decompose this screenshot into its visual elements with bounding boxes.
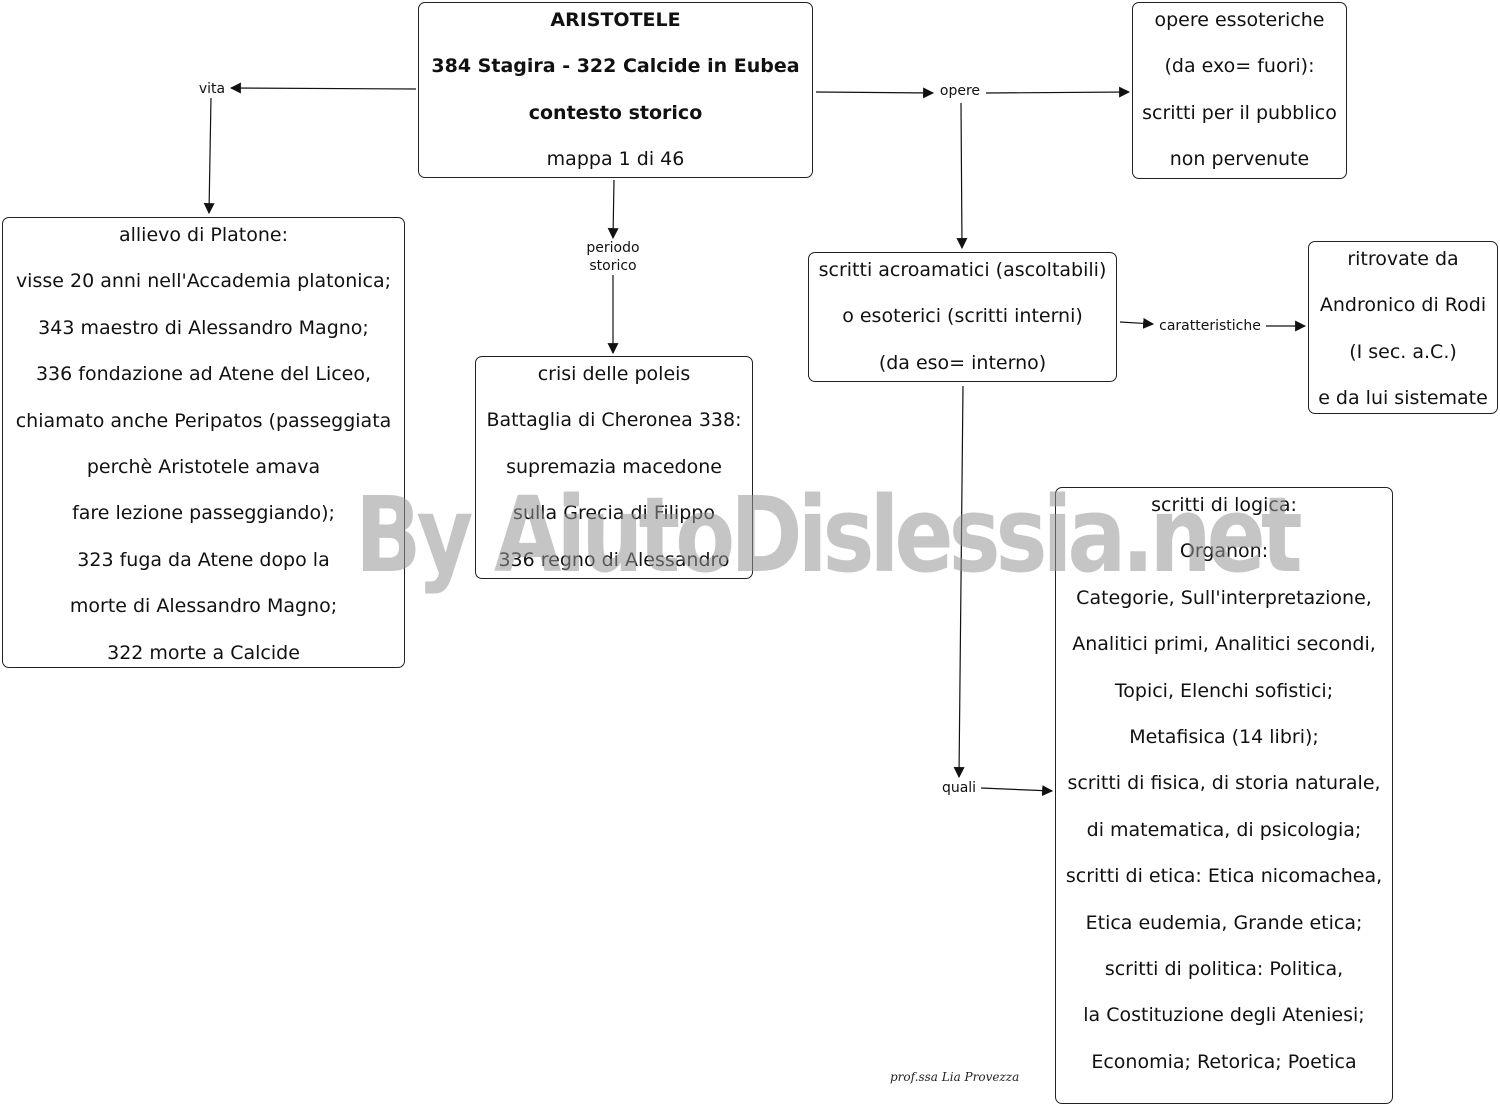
vita-line-1: allievo di Platone: bbox=[118, 224, 289, 246]
node-ritrovate: ritrovate da Andronico di Rodi (I sec. a.C… bbox=[1308, 241, 1498, 414]
vita-line-3: 343 maestro di Alessandro Magno; bbox=[38, 316, 369, 339]
periodo-line-3: supremazia macedone bbox=[506, 455, 722, 478]
vita-line-7: fare lezione passeggiando); bbox=[72, 502, 335, 525]
logica-line-5: Topici, Elenchi sofistici; bbox=[1114, 679, 1334, 702]
logica-line-6: Metafisica (14 libri); bbox=[1129, 725, 1319, 748]
ritrovate-line-4: e da lui sistemate bbox=[1318, 387, 1488, 410]
main-line-1: ARISTOTELE bbox=[550, 9, 681, 31]
vita-line-5: chiamato anche Peripatos (passeggiata bbox=[15, 409, 392, 432]
link-label-opere: opere bbox=[936, 82, 984, 100]
node-opere-essoteriche: opere essoteriche (da exo= fuori): scritti… bbox=[1132, 2, 1347, 179]
vita-line-6: perchè Aristotele amava bbox=[86, 455, 321, 478]
periodo-line-2: Battaglia di Cheronea 338: bbox=[486, 409, 742, 432]
logica-line-7: scritti di fisica, di storia naturale, bbox=[1067, 772, 1381, 795]
logica-line-4: Analitici primi, Analitici secondi, bbox=[1072, 633, 1376, 656]
periodo-line-5: 336 regno di Alessandro bbox=[498, 548, 730, 571]
connector-main-opere bbox=[815, 87, 935, 99]
connector-opere-essoteriche bbox=[985, 86, 1131, 98]
connector-opere-acroamatici bbox=[956, 102, 968, 250]
vita-line-10: 322 morte a Calcide bbox=[107, 641, 300, 664]
logica-line-8: di matematica, di psicologia; bbox=[1086, 818, 1362, 841]
main-line-2: 384 Stagira - 322 Calcide in Eubea bbox=[431, 55, 800, 78]
vita-line-4: 336 fondazione ad Atene del Liceo, bbox=[35, 363, 372, 386]
logica-line-1: scritti di logica: bbox=[1151, 494, 1297, 516]
node-vita: allievo di Platone: visse 20 anni nell'Ac… bbox=[2, 217, 405, 668]
link-label-caratteristiche: caratteristiche bbox=[1155, 317, 1265, 335]
logica-line-13: Economia; Retorica; Poetica bbox=[1091, 1050, 1357, 1073]
ritrovate-line-3: (I sec. a.C.) bbox=[1349, 340, 1457, 363]
connector-main-periodo bbox=[607, 179, 619, 240]
logica-line-12: la Costituzione degli Ateniesi; bbox=[1083, 1004, 1365, 1027]
ritrovate-line-1: ritrovate da bbox=[1347, 248, 1459, 270]
vita-line-9: morte di Alessandro Magno; bbox=[69, 595, 338, 618]
link-label-vita: vita bbox=[196, 80, 228, 98]
acroamatici-line-1: scritti acroamatici (ascoltabili) bbox=[818, 259, 1107, 281]
ritrovate-line-2: Andronico di Rodi bbox=[1319, 294, 1487, 317]
link-label-periodo-storico: periodo storico bbox=[580, 239, 646, 275]
logica-line-11: scritti di politica: Politica, bbox=[1104, 957, 1344, 980]
author-signature: prof.ssa Lia Provezza bbox=[890, 1070, 1020, 1084]
vita-line-8: 323 fuga da Atene dopo la bbox=[77, 548, 330, 571]
essoteriche-line-1: opere essoteriche bbox=[1154, 9, 1325, 31]
essoteriche-line-4: non pervenute bbox=[1169, 148, 1310, 171]
node-scritti-acroamatici: scritti acroamatici (ascoltabili) o esote… bbox=[808, 252, 1117, 382]
main-line-4: mappa 1 di 46 bbox=[546, 148, 685, 171]
logica-line-3: Categorie, Sull'interpretazione, bbox=[1076, 586, 1372, 609]
main-line-3: contesto storico bbox=[528, 101, 703, 124]
vita-line-2: visse 20 anni nell'Accademia platonica; bbox=[15, 270, 392, 293]
periodo-line-4: sulla Grecia di Filippo bbox=[513, 502, 715, 525]
acroamatici-line-3: (da eso= interno) bbox=[878, 351, 1047, 374]
essoteriche-line-2: (da exo= fuori): bbox=[1164, 55, 1315, 78]
logica-line-10: Etica eudemia, Grande etica; bbox=[1085, 911, 1363, 934]
essoteriche-line-3: scritti per il pubblico bbox=[1142, 101, 1337, 124]
node-aristotele: ARISTOTELE 384 Stagira - 322 Calcide in E… bbox=[418, 2, 813, 178]
acroamatici-line-2: o esoterici (scritti interni) bbox=[842, 305, 1083, 328]
connector-acroamatici-quali bbox=[953, 385, 965, 779]
logica-line-2: Organon: bbox=[1179, 540, 1269, 563]
connector-quali-logica bbox=[980, 785, 1054, 797]
link-label-quali: quali bbox=[938, 779, 980, 797]
connector-main-vita bbox=[229, 82, 417, 94]
node-scritti-logica: scritti di logica: Organon: Categorie, Sul… bbox=[1055, 487, 1393, 1104]
connector-acroamatici-caratteristiche bbox=[1119, 317, 1155, 329]
logica-line-9: scritti di etica: Etica nicomachea, bbox=[1065, 865, 1383, 888]
periodo-line-1: crisi delle poleis bbox=[537, 363, 691, 385]
connector-vita-box bbox=[203, 96, 215, 215]
